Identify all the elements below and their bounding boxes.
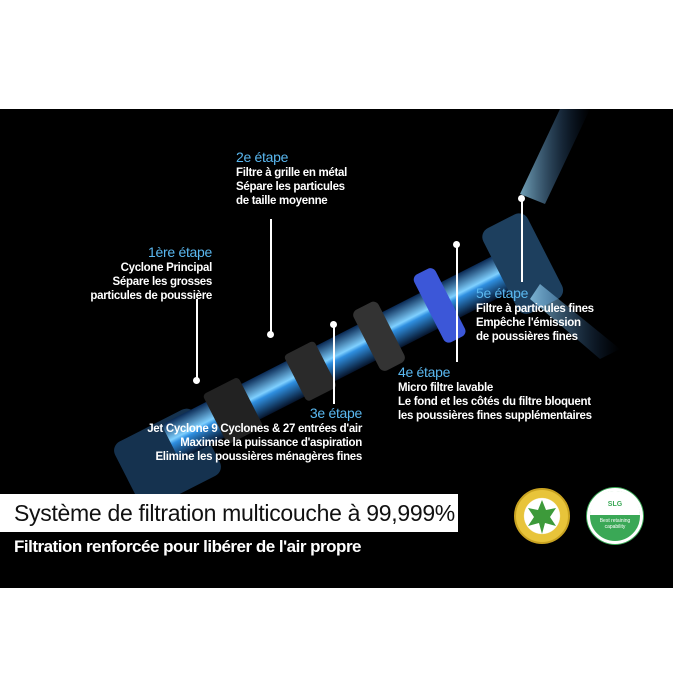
stage-4-dot (453, 241, 460, 248)
slg-text: Best retaining capability (599, 518, 631, 530)
stage-1-pointer (196, 299, 198, 379)
stage-3-label: 3e étape Jet Cyclone 9 Cyclones & 27 ent… (147, 405, 362, 463)
stage-1-dot (193, 377, 200, 384)
stage-4-pointer (456, 244, 458, 362)
headline-banner: Système de filtration multicouche à 99,9… (0, 494, 458, 532)
slg-mark: SLG (590, 491, 640, 515)
stage-5-dot (518, 195, 525, 202)
leaf-icon (528, 500, 556, 534)
stage-3-pointer (333, 324, 335, 404)
allergy-foundation-seal (514, 488, 570, 544)
stage-2-dot (267, 331, 274, 338)
stage-5-pointer (521, 198, 523, 282)
stage-3-dot (330, 321, 337, 328)
slg-seal: SLG Best retaining capability (587, 488, 643, 544)
subheadline: Filtration renforcée pour libérer de l'a… (14, 537, 362, 556)
vacuum-illustration (114, 109, 620, 509)
stage-2-pointer (270, 219, 272, 334)
